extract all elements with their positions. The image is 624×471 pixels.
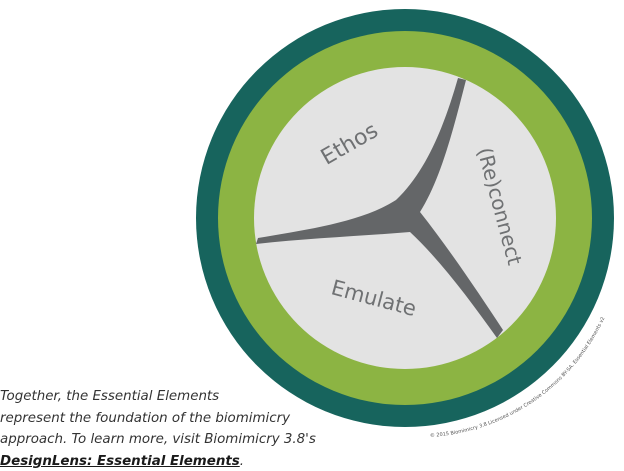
segment-divider — [256, 78, 503, 338]
designlens-link[interactable]: DesignLens: Essential Elements — [0, 453, 240, 469]
caption-line-4: DesignLens: Essential Elements. — [0, 451, 380, 471]
caption-line-2: represent the foundation of the biomimic… — [0, 410, 291, 426]
caption-line-1: Together, the Essential Elements — [0, 389, 220, 404]
caption-line-3: approach. To learn more, visit Biomimicr… — [0, 432, 316, 448]
caption-period: . — [239, 453, 245, 469]
caption: Together, the Essential Elements represe… — [0, 386, 380, 471]
